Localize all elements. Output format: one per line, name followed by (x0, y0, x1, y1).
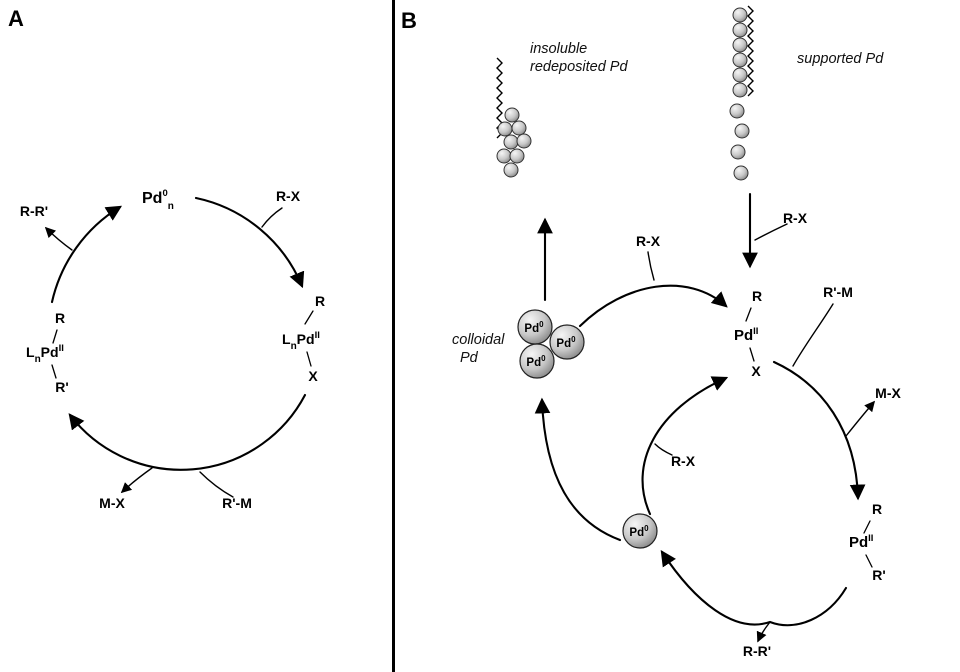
colloidal-pd-cluster: Pd0 Pd0 Pd0 (517, 309, 585, 379)
bond (306, 351, 312, 367)
monomer-rx-label: R-X (671, 453, 696, 469)
mx-exit-branch (120, 467, 153, 494)
pd0-sphere (622, 513, 658, 549)
panel-divider (392, 0, 395, 672)
supported-pd-graphic: supported Pd (729, 5, 884, 181)
supported-pd-label: supported Pd (797, 51, 884, 67)
mx-byproduct-label: M-X (99, 495, 125, 511)
bond (865, 554, 873, 568)
adduct-r-group: R (752, 288, 762, 304)
supported-rx-branch (754, 223, 788, 241)
bond (52, 329, 58, 344)
product-exit-branch (756, 621, 771, 643)
rm-entry-branch (199, 471, 234, 498)
panel-a-letter: A (8, 6, 24, 31)
monomeric-pd0-sphere: Pd0 (622, 513, 658, 549)
insoluble-pd-graphic: insoluble redeposited Pd (496, 41, 628, 178)
pd2-oxidative-adduct: R PdII X (734, 288, 762, 379)
reductive-elimination-arc (50, 205, 123, 304)
bond (749, 347, 755, 362)
adduct-x-group: X (751, 363, 761, 379)
adduct-metal-label: LnPdII (282, 330, 320, 352)
diorganyl-complex: R LnPdII R' (26, 310, 69, 395)
adduct-x-group: X (308, 368, 318, 384)
aggregation-arc (534, 397, 622, 542)
diorganyl-r-group: R (55, 310, 65, 326)
colloidal-sphere-label: Pd0 (556, 335, 576, 350)
panel-b: B supported Pd (401, 5, 901, 659)
support-zigzag (747, 5, 754, 97)
insoluble-pd-label-line2: redeposited Pd (530, 59, 628, 75)
reductive-elimination-arc (660, 550, 848, 627)
monomer-rx-branch (654, 443, 673, 456)
diorganyl-metal-label: PdII (849, 533, 873, 551)
diorganyl-rprime-group: R' (872, 567, 885, 583)
oxidative-adduct-complex: R LnPdII X (282, 293, 325, 384)
panel-a: A Pd0n R-X R LnPdII X M-X R'-M R LnPdII (8, 6, 325, 511)
oxidative-addition-arc (194, 196, 305, 289)
colloidal-sphere (549, 324, 585, 360)
rx-entry-branch (261, 207, 283, 228)
rm-reagent-label: R'-M (823, 284, 853, 300)
colloidal-rx-branch (647, 251, 655, 281)
monomer-oxidative-addition-arc (641, 376, 729, 516)
rm-reagent-label: R'-M (222, 495, 252, 511)
colloidal-sphere (519, 343, 555, 379)
coupling-product-label: R-R' (20, 203, 48, 219)
diorganyl-rprime-group: R' (55, 379, 68, 395)
rm-entry-branch (792, 303, 834, 367)
supported-rx-label: R-X (783, 210, 808, 226)
colloidal-label-line1: colloidal (452, 332, 505, 348)
bond (304, 310, 314, 325)
insoluble-pd-cluster (496, 107, 532, 178)
coupling-product-label: R-R' (743, 643, 771, 659)
colloidal-rx-label: R-X (636, 233, 661, 249)
mx-exit-branch (845, 400, 876, 437)
colloidal-label-line2: Pd (460, 350, 479, 366)
colloidal-sphere-label: Pd0 (524, 320, 544, 335)
mx-byproduct-label: M-X (875, 385, 901, 401)
adduct-r-group: R (315, 293, 325, 309)
diorganyl-r-group: R (872, 501, 882, 517)
colloidal-sphere-label: Pd0 (526, 354, 546, 369)
bond (51, 364, 57, 379)
pd2-diorganyl-complex: R PdII R' (849, 501, 886, 583)
transmetalation-arc (772, 360, 866, 501)
pd0-catalyst-label: Pd0n (142, 188, 174, 212)
transmetalation-arc (68, 393, 307, 471)
pd0-sphere-label: Pd0 (629, 524, 649, 539)
diorganyl-metal-label: LnPdII (26, 343, 64, 365)
adduct-metal-label: PdII (734, 326, 758, 344)
colloidal-oxidative-addition-arc (578, 284, 728, 328)
bond (863, 520, 871, 534)
bond (745, 307, 752, 322)
product-exit-branch (44, 226, 73, 251)
supported-pd-spheres (729, 7, 750, 181)
panel-b-letter: B (401, 8, 417, 33)
rx-reagent-label: R-X (276, 188, 301, 204)
insoluble-pd-label-line1: insoluble (530, 41, 587, 57)
